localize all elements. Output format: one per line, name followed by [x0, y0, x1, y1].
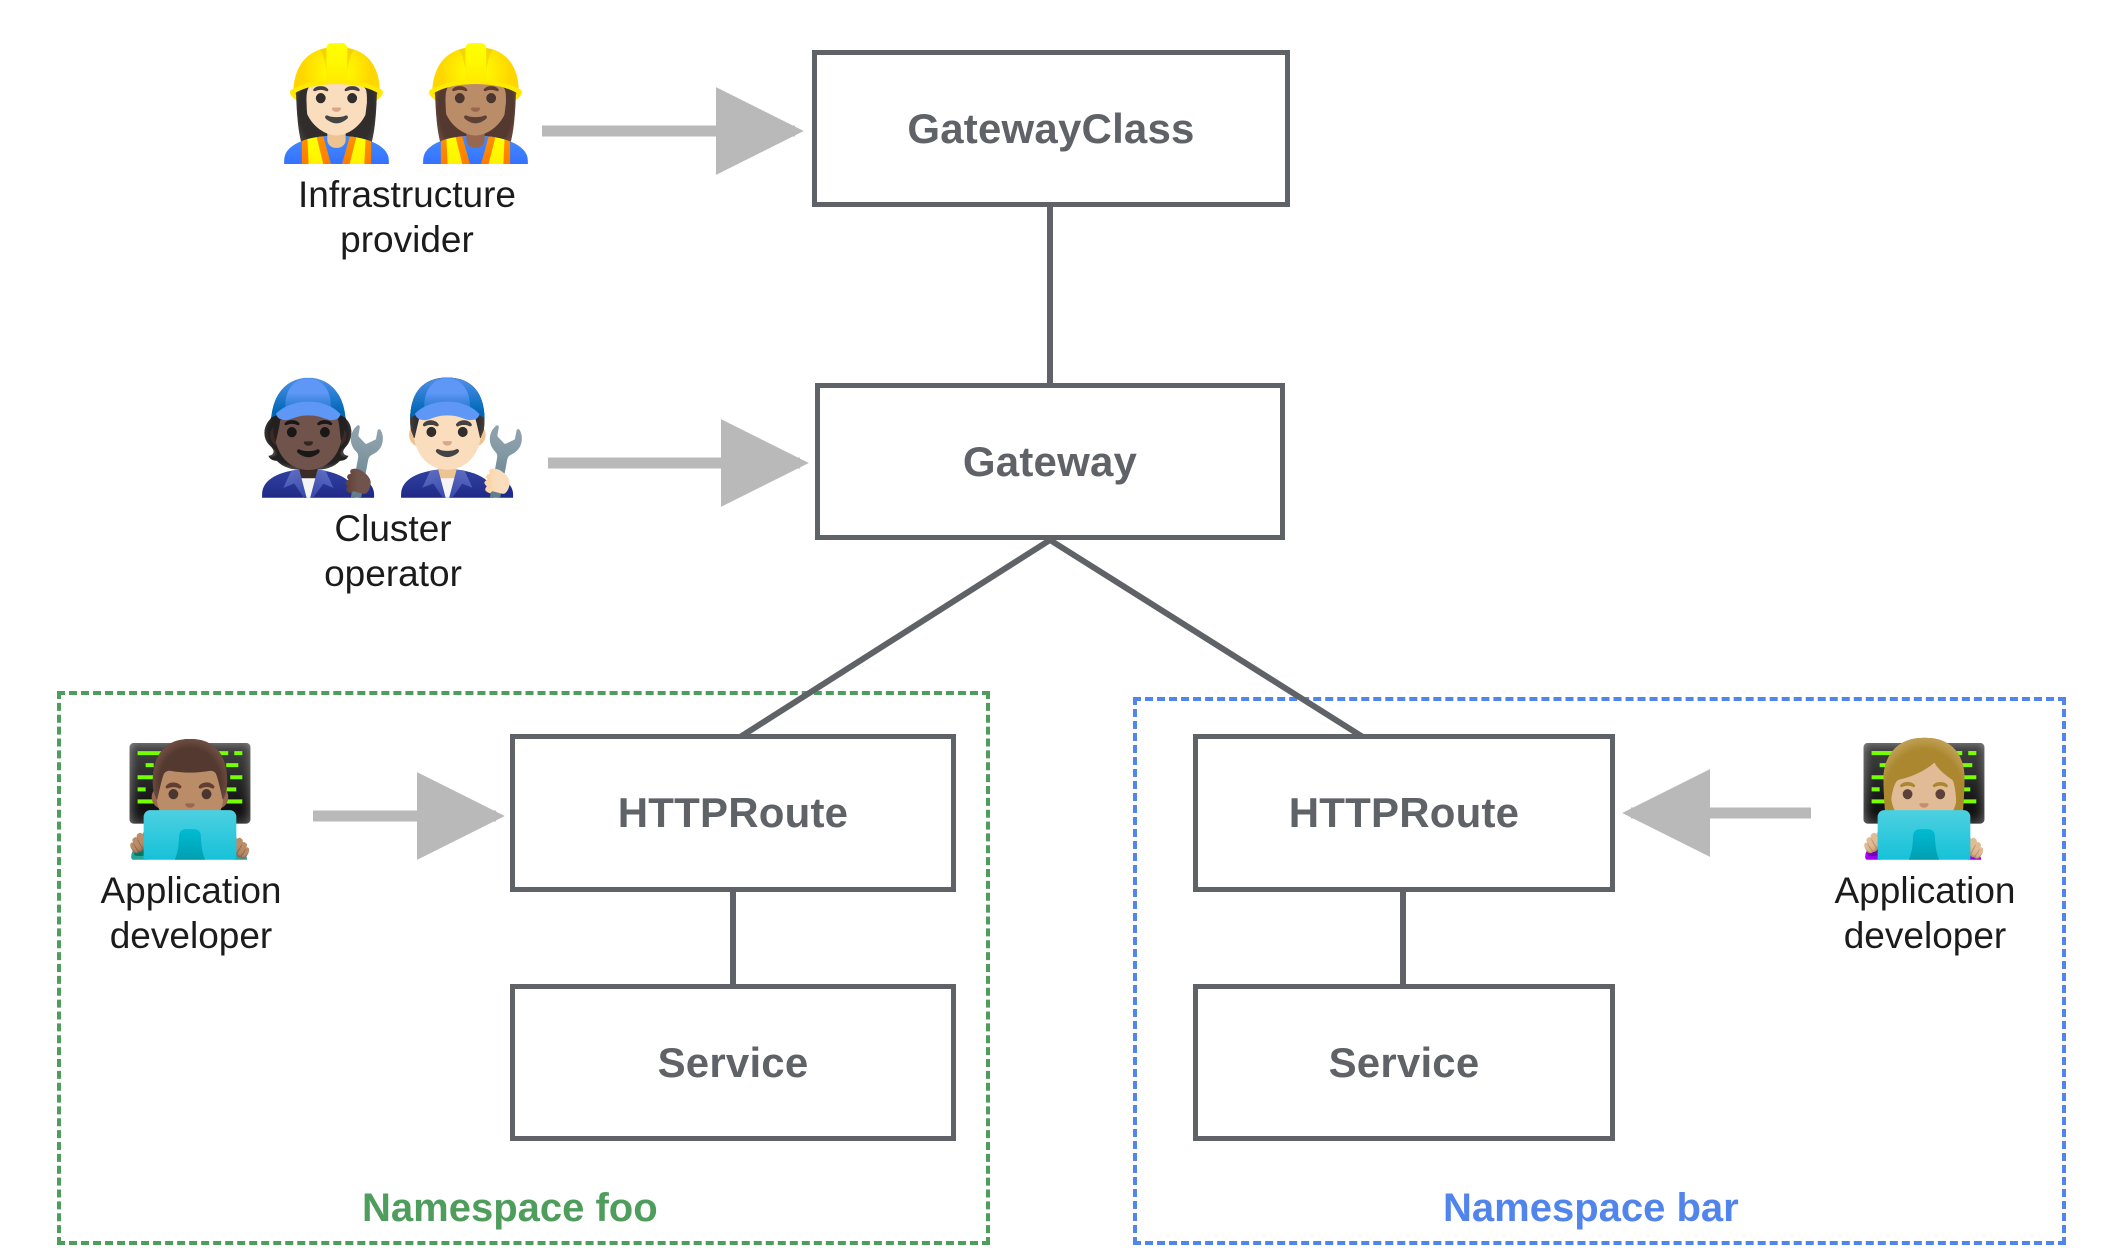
service-foo-label: Service	[657, 1038, 809, 1086]
infrastructure-provider-label: Infrastructure provider	[298, 174, 516, 261]
gateway-label: Gateway	[962, 437, 1138, 485]
app-developer-bar-label: Application developer	[1834, 870, 2016, 957]
gatewayclass-label: GatewayClass	[907, 104, 1195, 152]
persona-cluster-operator: 🧑🏿‍🔧👨🏻‍🔧 Cluster operator	[248, 382, 538, 596]
service-foo-box[interactable]: Service	[510, 984, 956, 1141]
persona-app-developer-bar: 👩🏼‍💻 Application developer	[1812, 744, 2038, 958]
app-developer-foo-label: Application developer	[100, 870, 282, 957]
cluster-operator-label: Cluster operator	[324, 508, 462, 595]
construction-workers-emoji: 👷🏻‍♀️👷🏽‍♀️	[268, 39, 546, 167]
persona-app-developer-foo: 👨🏽‍💻 Application developer	[78, 744, 304, 958]
httproute-bar-label: HTTPRoute	[1288, 789, 1520, 836]
namespace-foo-label: Namespace foo	[362, 1186, 658, 1230]
namespace-bar-label: Namespace bar	[1443, 1186, 1739, 1230]
persona-infrastructure-provider: 👷🏻‍♀️👷🏽‍♀️ Infrastructure provider	[262, 48, 552, 262]
httproute-foo-label: HTTPRoute	[617, 789, 849, 836]
namespace-bar-container	[1133, 697, 2066, 1245]
service-bar-label: Service	[1328, 1038, 1480, 1086]
httproute-foo-box[interactable]: HTTPRoute	[510, 734, 956, 892]
namespace-foo-container	[57, 691, 990, 1245]
technologist-man-emoji: 👨🏽‍💻	[121, 735, 261, 863]
service-bar-box[interactable]: Service	[1193, 984, 1615, 1141]
httproute-bar-box[interactable]: HTTPRoute	[1193, 734, 1615, 892]
mechanics-emoji: 🧑🏿‍🔧👨🏻‍🔧	[254, 373, 532, 501]
gateway-box[interactable]: Gateway	[815, 383, 1285, 540]
technologist-woman-emoji: 👩🏼‍💻	[1855, 735, 1995, 863]
gatewayclass-box[interactable]: GatewayClass	[812, 50, 1290, 207]
